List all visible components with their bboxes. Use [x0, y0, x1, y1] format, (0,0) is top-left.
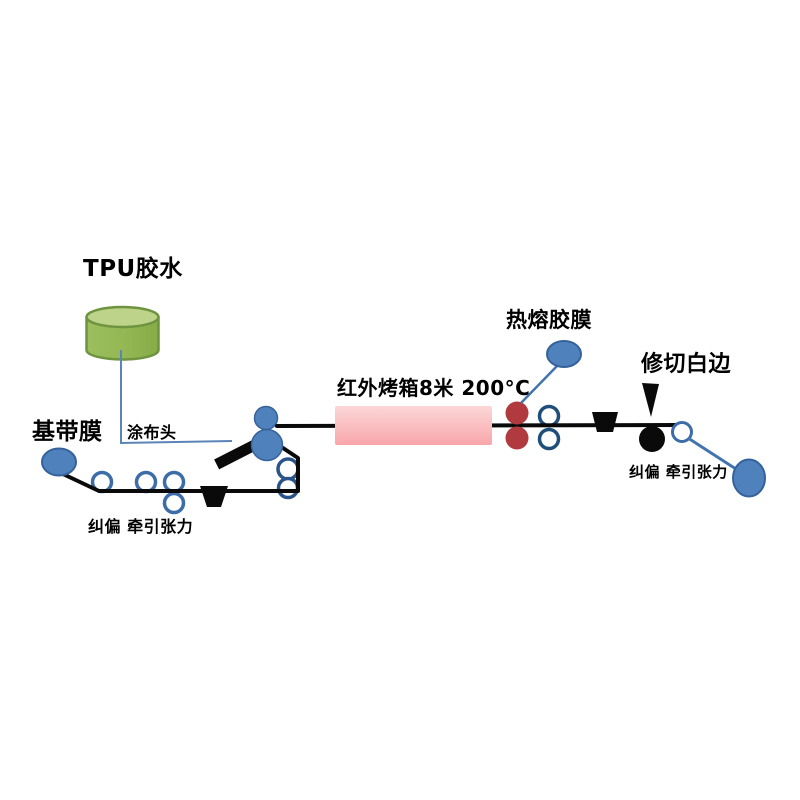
s-wrap-roller-bottom	[276, 476, 300, 500]
coating-blade	[214, 439, 259, 470]
glue-tank	[85, 305, 160, 361]
oven-label: 红外烤箱8米 200°C	[337, 376, 531, 400]
tension-unit-right	[592, 412, 618, 432]
glue-tank-body	[85, 317, 160, 361]
unwind-roll	[41, 447, 77, 477]
tension-right-label: 纠偏 牵引张力	[629, 463, 728, 481]
s-wrap-roller-top	[276, 457, 300, 481]
guide-roller	[162, 470, 186, 494]
coating-roll	[250, 428, 284, 462]
nip-roller-bottom	[537, 427, 561, 451]
web-path-left	[44, 446, 300, 493]
tension-left-label: 纠偏 牵引张力	[88, 517, 194, 536]
glue-tank-top	[85, 305, 160, 329]
backing-roll	[253, 405, 279, 431]
rewind-roll	[732, 458, 766, 498]
tension-unit-left	[200, 486, 228, 507]
trim-roller	[639, 426, 665, 452]
hot-melt-film-label: 热熔胶膜	[506, 308, 592, 332]
takeup-web-line	[687, 436, 740, 473]
hot-melt-feed-line	[520, 364, 559, 404]
base-film-label: 基带膜	[32, 419, 103, 445]
glue-feed-line	[120, 350, 233, 445]
trim-blade	[642, 383, 659, 417]
laminating-roll-top	[505, 401, 529, 425]
exit-roller	[671, 421, 693, 443]
oven-box	[335, 406, 492, 445]
guide-roller	[162, 491, 186, 515]
coating-head-label: 涂布头	[127, 423, 177, 442]
guide-roller	[134, 470, 158, 494]
tpu-glue-label: TPU胶水	[83, 256, 183, 282]
laminating-roll-bottom	[505, 426, 529, 450]
trim-edge-label: 修切白边	[641, 352, 732, 377]
hot-melt-roll	[546, 340, 582, 368]
nip-roller-top	[537, 404, 561, 428]
